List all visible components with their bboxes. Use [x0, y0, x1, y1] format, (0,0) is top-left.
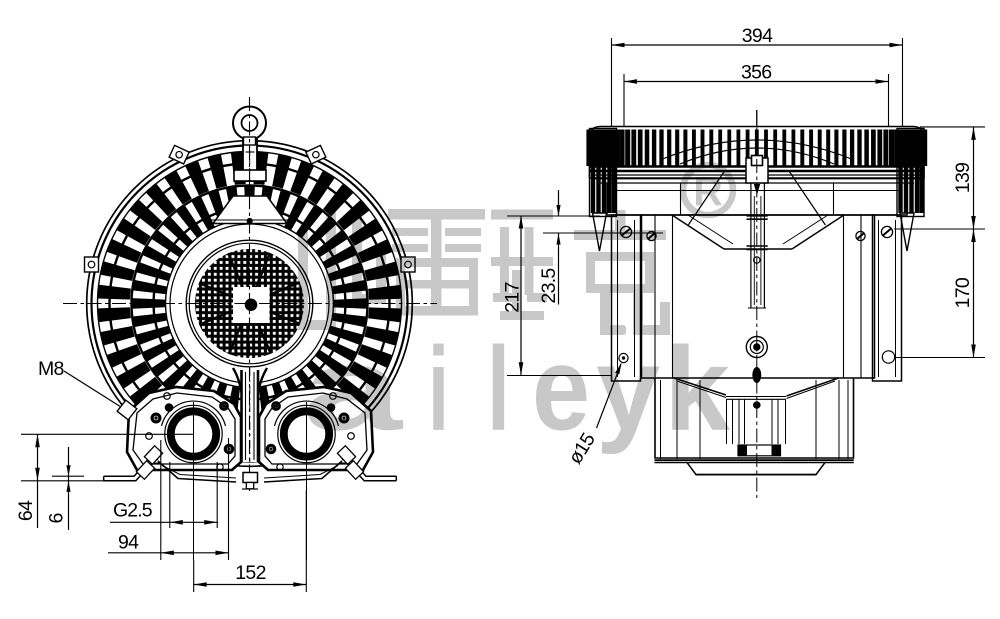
svg-text:l: l	[487, 323, 510, 456]
svg-text:356: 356	[741, 61, 771, 83]
svg-text:139: 139	[952, 163, 974, 193]
svg-text:R: R	[693, 168, 723, 214]
svg-text:6: 6	[46, 513, 68, 524]
svg-text:94: 94	[118, 532, 139, 554]
svg-text:k: k	[664, 323, 731, 456]
svg-text:64: 64	[15, 500, 37, 521]
svg-text:y: y	[596, 323, 660, 456]
svg-text:G2.5: G2.5	[113, 500, 153, 522]
svg-text:152: 152	[235, 562, 265, 584]
svg-text:a: a	[303, 323, 403, 456]
svg-text:394: 394	[742, 25, 773, 47]
svg-text:e: e	[532, 323, 590, 456]
svg-text:M8: M8	[38, 358, 64, 380]
svg-text:i: i	[428, 323, 449, 456]
svg-text:170: 170	[952, 277, 974, 308]
